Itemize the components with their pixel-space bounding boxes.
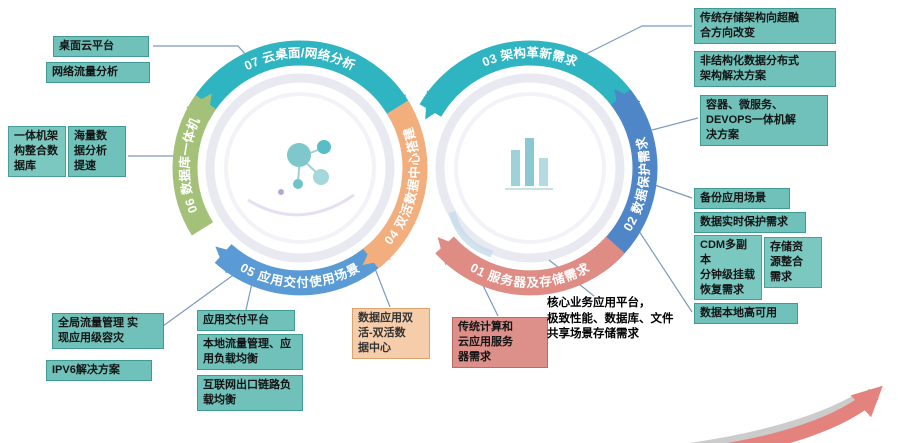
molecule-icon xyxy=(278,140,331,195)
connector-storage-hci xyxy=(585,25,692,55)
callout-storage-consolidation: 存储资 源整合 需求 xyxy=(764,237,822,288)
callout-global-traffic-dr: 全局流量管理 实 现应用级容灾 xyxy=(52,313,164,349)
callout-internet-link-lb: 互联网出口链路负 载均衡 xyxy=(197,375,303,411)
arc-05-app-delivery xyxy=(214,243,386,296)
connector-dual-active xyxy=(373,265,391,308)
left-inner-swirl xyxy=(247,193,355,217)
arc-03-architecture-revolution xyxy=(419,40,641,120)
callout-mass-data-analysis: 海量数 据分析 提速 xyxy=(68,126,126,177)
callout-app-delivery-platform: 应用交付平台 xyxy=(197,310,295,331)
callout-traditional-cloud-server: 传统计算和 云应用服务 器需求 xyxy=(452,317,548,368)
bar-chart-icon xyxy=(505,138,553,190)
callout-local-high-availability: 数据本地高可用 xyxy=(694,303,798,324)
callout-dual-active-datacenter: 数据应用双 活-双活数 据中心 xyxy=(352,308,430,359)
arc-segments xyxy=(172,40,658,296)
callout-unstructured-distributed: 非结构化数据分布式 架构解决方案 xyxy=(694,51,836,87)
arc-07-cloud-desktop xyxy=(187,40,413,124)
callout-backup-scenario: 备份应用场景 xyxy=(694,188,790,209)
arc-06-database-appliance xyxy=(172,93,217,236)
swoosh-red-arrow xyxy=(726,385,883,443)
callout-network-traffic-analysis: 网络流量分析 xyxy=(46,62,150,83)
arc-01-server-storage xyxy=(435,236,625,296)
callout-appliance-architecture: 一体机架 构整合数 据库 xyxy=(8,126,66,177)
connector-local-ha xyxy=(636,227,693,313)
callout-cdm-recovery: CDM多副本 分钟级挂载 恢复需求 xyxy=(694,235,762,301)
callout-storage-to-hci: 传统存储架构向超融 合方向改变 xyxy=(694,8,836,44)
connector-global-traffic xyxy=(162,267,244,327)
callout-ipv6-solution: IPV6解决方案 xyxy=(46,360,152,381)
callout-container-devops: 容器、微服务、 DEVOPS一体机解 决方案 xyxy=(700,95,828,146)
connector-container-devops xyxy=(651,117,699,131)
callout-core-business-storage: 核心业务应用平台， 极致性能、数据库、文件 共享场景存储需求 xyxy=(547,297,674,341)
callout-desktop-cloud-platform: 桌面云平台 xyxy=(53,36,149,57)
swoosh-gray xyxy=(689,394,861,443)
callout-local-traffic-lb: 本地流量管理、应 用负载均衡 xyxy=(197,334,303,370)
callout-realtime-protection: 数据实时保护需求 xyxy=(694,212,806,233)
right-inner-arc xyxy=(448,211,494,258)
arc-04-dual-active-dc xyxy=(362,100,428,269)
